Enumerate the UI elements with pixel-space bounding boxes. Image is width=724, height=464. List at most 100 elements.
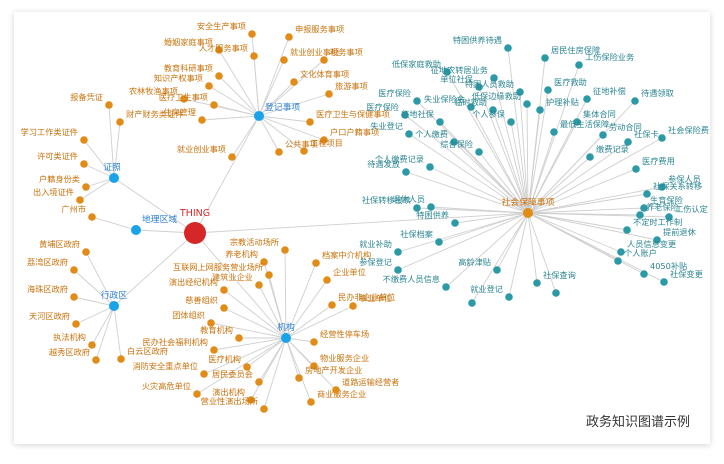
dengji-leaf-node[interactable] <box>306 118 314 126</box>
jigou-leaf-node[interactable] <box>310 362 318 370</box>
shehuibaozhang-leaf-node[interactable] <box>493 266 501 274</box>
zhengzhao-leaf-node[interactable] <box>116 118 124 126</box>
jigou-leaf-node[interactable] <box>220 304 228 312</box>
shehuibaozhang-leaf-node[interactable] <box>636 211 644 219</box>
shehuibaozhang-leaf-node[interactable] <box>413 204 421 212</box>
jigou-leaf-node[interactable] <box>312 259 320 267</box>
jigou-leaf-node[interactable] <box>265 271 273 279</box>
dengji-leaf-node[interactable] <box>285 33 293 41</box>
jigou-leaf-node[interactable] <box>207 319 215 327</box>
xingzhengqu-leaf-node[interactable] <box>70 293 78 301</box>
shehuibaozhang-leaf-node[interactable] <box>426 163 434 171</box>
shehuibaozhang-leaf-node[interactable] <box>624 138 632 146</box>
jigou-leaf-node[interactable] <box>255 281 263 289</box>
shehuibaozhang-leaf-node[interactable] <box>504 44 512 52</box>
dengji-leaf-node[interactable] <box>198 116 206 124</box>
shehuibaozhang-leaf-node[interactable] <box>640 270 648 278</box>
jigou-leaf-node[interactable] <box>243 363 251 371</box>
hub-node-dengji[interactable] <box>254 111 264 121</box>
shehuibaozhang-leaf-node[interactable] <box>405 130 413 138</box>
hub-node-shehuibaozhang[interactable] <box>523 208 533 218</box>
dengji-leaf-node[interactable] <box>205 82 213 90</box>
jigou-leaf-node[interactable] <box>260 405 268 413</box>
shehuibaozhang-leaf-node[interactable] <box>575 61 583 69</box>
hub-node-zhengzhao[interactable] <box>109 173 119 183</box>
knowledge-graph[interactable]: 安全生产事项申报服务事项婚姻家庭事项人才服务事项就业创业事项税务事项教育科研事项… <box>14 12 710 444</box>
shehuibaozhang-leaf-node[interactable] <box>475 148 483 156</box>
shehuibaozhang-leaf-node[interactable] <box>617 248 625 256</box>
jigou-leaf-node[interactable] <box>235 334 243 342</box>
shehuibaozhang-leaf-node[interactable] <box>632 165 640 173</box>
jigou-leaf-node[interactable] <box>193 390 201 398</box>
shehuibaozhang-leaf-node[interactable] <box>450 138 458 146</box>
xingzhengqu-leaf-node[interactable] <box>72 320 80 328</box>
shehuibaozhang-leaf-node[interactable] <box>665 213 673 221</box>
dengji-leaf-node[interactable] <box>215 46 223 54</box>
xingzhengqu-leaf-node[interactable] <box>92 356 100 364</box>
shehuibaozhang-leaf-node[interactable] <box>427 203 435 211</box>
shehuibaozhang-leaf-node[interactable] <box>505 293 513 301</box>
dengji-leaf-node[interactable] <box>320 136 328 144</box>
shehuibaozhang-leaf-node[interactable] <box>586 153 594 161</box>
zhengzhao-leaf-node[interactable] <box>76 196 84 204</box>
shehuibaozhang-leaf-node[interactable] <box>489 106 497 114</box>
shehuibaozhang-leaf-node[interactable] <box>643 190 651 198</box>
dengji-leaf-node[interactable] <box>290 78 298 86</box>
root-node[interactable] <box>184 222 206 244</box>
dengji-leaf-node[interactable] <box>228 153 236 161</box>
shehuibaozhang-leaf-node[interactable] <box>658 183 666 191</box>
xingzhengqu-leaf-node[interactable] <box>117 355 125 363</box>
shehuibaozhang-leaf-node[interactable] <box>653 236 661 244</box>
xingzhengqu-leaf-node[interactable] <box>82 248 90 256</box>
shehuibaozhang-leaf-node[interactable] <box>550 128 558 136</box>
dengji-leaf-node[interactable] <box>280 56 288 64</box>
dengji-leaf-node[interactable] <box>275 148 283 156</box>
shehuibaozhang-leaf-node[interactable] <box>394 266 402 274</box>
shehuibaozhang-leaf-node[interactable] <box>394 248 402 256</box>
shehuibaozhang-leaf-node[interactable] <box>475 83 483 91</box>
shehuibaozhang-leaf-node[interactable] <box>413 97 421 105</box>
shehuibaozhang-leaf-node[interactable] <box>401 111 409 119</box>
dengji-leaf-node[interactable] <box>325 90 333 98</box>
xingzhengqu-leaf-node[interactable] <box>70 266 78 274</box>
shehuibaozhang-leaf-node[interactable] <box>544 86 552 94</box>
jigou-leaf-node[interactable] <box>295 374 303 382</box>
dengji-leaf-node[interactable] <box>248 30 256 38</box>
xingzhengqu-leaf-node[interactable] <box>88 341 96 349</box>
shehuibaozhang-leaf-node[interactable] <box>614 257 622 265</box>
shehuibaozhang-leaf-node[interactable] <box>467 103 475 111</box>
jigou-leaf-node[interactable] <box>310 338 318 346</box>
zhengzhao-leaf-node[interactable] <box>80 160 88 168</box>
shehuibaozhang-leaf-node[interactable] <box>583 95 591 103</box>
shehuibaozhang-leaf-node[interactable] <box>490 74 498 82</box>
jigou-leaf-node[interactable] <box>260 258 268 266</box>
hub-node-jigou[interactable] <box>281 333 291 343</box>
jigou-leaf-node[interactable] <box>210 346 218 354</box>
shehuibaozhang-leaf-node[interactable] <box>443 68 451 76</box>
jigou-leaf-node[interactable] <box>349 302 357 310</box>
jigou-leaf-node[interactable] <box>281 246 289 254</box>
jigou-leaf-node[interactable] <box>323 276 331 284</box>
jigou-leaf-node[interactable] <box>220 286 228 294</box>
diliquyu-leaf-node[interactable] <box>88 213 96 221</box>
jigou-leaf-node[interactable] <box>332 386 340 394</box>
dengji-leaf-node[interactable] <box>210 101 218 109</box>
shehuibaozhang-leaf-node[interactable] <box>536 106 544 114</box>
shehuibaozhang-leaf-node[interactable] <box>435 238 443 246</box>
shehuibaozhang-leaf-node[interactable] <box>523 100 531 108</box>
zhengzhao-leaf-node[interactable] <box>80 136 88 144</box>
dengji-leaf-node[interactable] <box>180 95 188 103</box>
zhengzhao-leaf-node[interactable] <box>82 183 90 191</box>
hub-node-diliquyu[interactable] <box>131 225 141 235</box>
shehuibaozhang-leaf-node[interactable] <box>468 299 476 307</box>
shehuibaozhang-leaf-node[interactable] <box>451 219 459 227</box>
shehuibaozhang-leaf-node[interactable] <box>640 204 648 212</box>
hub-node-xingzhengqu[interactable] <box>109 301 119 311</box>
jigou-leaf-node[interactable] <box>200 370 208 378</box>
shehuibaozhang-leaf-node[interactable] <box>436 118 444 126</box>
jigou-leaf-node[interactable] <box>307 398 315 406</box>
shehuibaozhang-leaf-node[interactable] <box>660 278 668 286</box>
dengji-leaf-node[interactable] <box>250 52 258 60</box>
shehuibaozhang-leaf-node[interactable] <box>552 289 560 297</box>
jigou-leaf-node[interactable] <box>247 396 255 404</box>
